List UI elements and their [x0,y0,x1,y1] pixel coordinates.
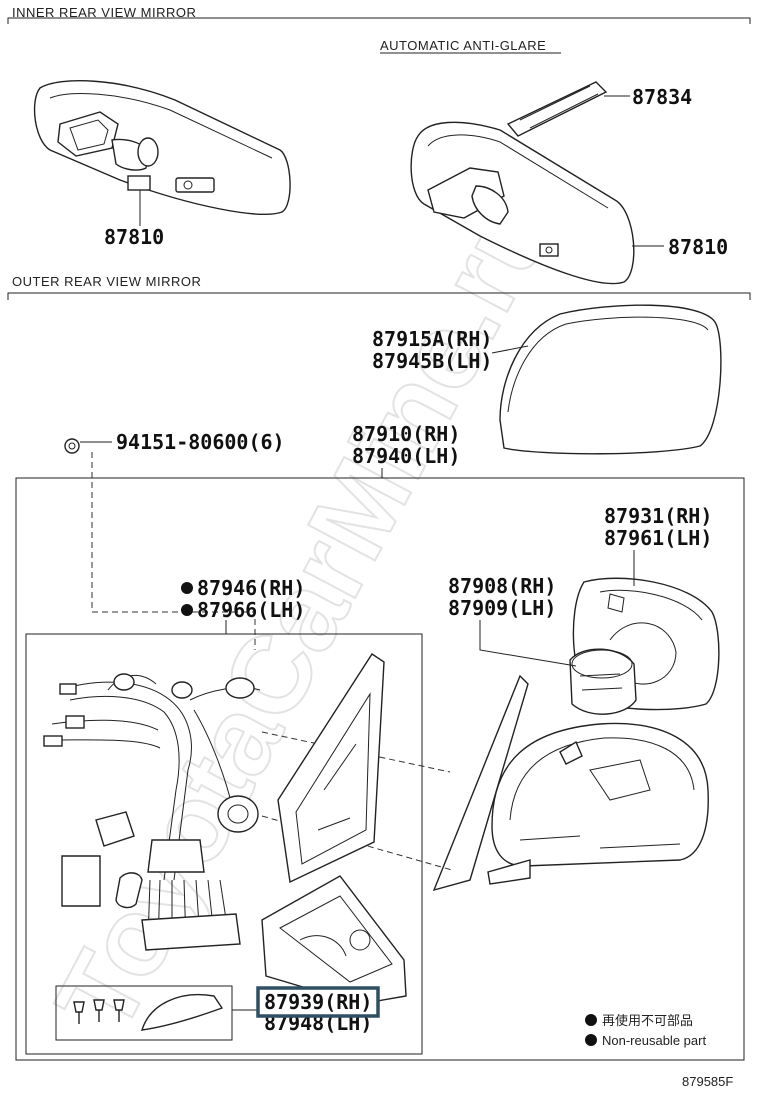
label-harness-rh: 87946(RH) [197,576,305,600]
legend-dot-en [585,1034,597,1046]
bracket-cover-part [141,994,224,1031]
non-reusable-dot-harness-lh [181,604,193,616]
label-glass-lh: 87961(LH) [604,526,712,550]
mirror-cover [499,304,722,455]
outer-section-bracket [7,292,751,300]
highlight-box [256,986,380,1018]
label-harness-lh: 87966(LH) [197,598,305,622]
label-actuator-lh: 87909(LH) [448,596,556,620]
sensor-87810-left [127,175,151,191]
wire-harness [43,673,261,951]
label-87810-left: 87810 [104,225,164,249]
mirror-bracket [261,875,407,1005]
inner-mirror-standard [33,80,291,215]
screw-kit-frame [55,985,233,1041]
inner-section-title: INNER REAR VIEW MIRROR [12,5,196,20]
mirror-housing [432,674,709,892]
legend-jp: 再使用不可部品 [602,1013,693,1028]
label-actuator-rh: 87908(RH) [448,574,556,598]
cover-87834 [506,81,608,137]
label-clip: 94151-80600(6) [116,430,285,454]
harness-frame [25,633,423,1055]
label-mirror-lh: 87940(LH) [352,444,460,468]
inner-section-bracket [7,17,751,24]
figure-code: 879585F [682,1074,733,1089]
clip-dash-line [91,452,256,650]
leader-actuator [479,620,577,667]
pad-part [61,855,101,907]
projection-line-1 [261,731,451,773]
legend-en: Non-reusable part [602,1033,706,1048]
connector-part [95,811,135,847]
anti-glare-subheading: AUTOMATIC ANTI-GLARE [380,38,546,53]
screw-icons [73,999,125,1024]
actuator [569,648,637,715]
mirror-base-plate [277,653,385,884]
retainer-clip [115,872,143,909]
label-87810-right: 87810 [668,235,728,259]
non-reusable-dot-harness-rh [181,582,193,594]
label-cover-lh: 87945B(LH) [372,349,492,373]
label-87834: 87834 [632,85,692,109]
assembly-frame [15,477,745,1061]
label-bracket-rh: 87939(RH) [264,990,372,1014]
label-glass-rh: 87931(RH) [604,504,712,528]
leader-cover [491,345,529,354]
clip-icon [64,438,80,454]
legend-dot-jp [585,1014,597,1026]
inner-mirror-antiglare [410,81,635,285]
label-mirror-rh: 87910(RH) [352,422,460,446]
label-cover-rh: 87915A(RH) [372,327,492,351]
outer-section-title: OUTER REAR VIEW MIRROR [12,274,201,289]
